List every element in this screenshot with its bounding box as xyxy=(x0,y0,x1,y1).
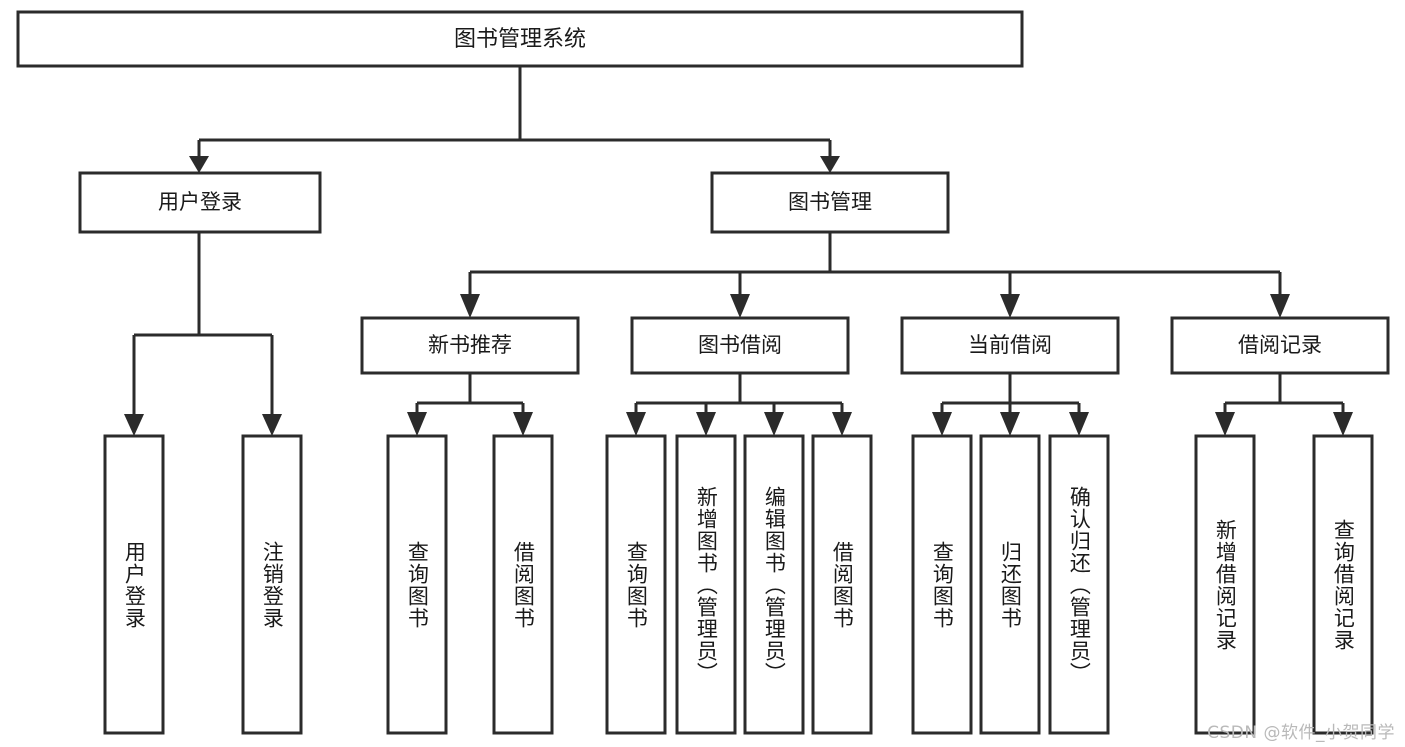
arrow-head-leaf-bb-3 xyxy=(764,412,784,436)
arrow-head-leaf-nbr-1 xyxy=(407,412,427,436)
leaf-box-nbr-1[interactable] xyxy=(386,434,448,735)
node-new-book-recommend[interactable]: 新书推荐 xyxy=(360,316,580,375)
node-new-book-recommend-label: 新书推荐 xyxy=(428,333,512,357)
leaf-box-bb-1[interactable] xyxy=(605,434,667,735)
leaf-box-br-2[interactable] xyxy=(1312,434,1374,735)
node-book-manage-box[interactable] xyxy=(710,171,950,234)
connector-group-current-borrow xyxy=(932,373,1089,436)
connector-group-new-book-recommend xyxy=(407,373,533,436)
leaf-boxes-book-borrow xyxy=(605,434,873,735)
node-book-borrow-box[interactable] xyxy=(630,316,850,375)
arrow-head-leaf-user-login-2 xyxy=(262,414,282,436)
arrow-head-borrow-record xyxy=(1270,294,1290,318)
leaf-box-bb-2[interactable] xyxy=(675,434,737,735)
arrow-head-book-manage xyxy=(820,156,840,173)
arrow-head-leaf-cb-2 xyxy=(1000,412,1020,436)
arrow-head-leaf-cb-3 xyxy=(1069,412,1089,436)
node-root[interactable]: 图书管理系统 xyxy=(16,10,1024,68)
node-root-label: 图书管理系统 xyxy=(454,27,586,52)
node-book-manage[interactable]: 图书管理 xyxy=(710,171,950,234)
arrow-head-leaf-user-login-1 xyxy=(124,414,144,436)
leaf-boxes-new-book-recommend xyxy=(386,434,554,735)
node-root-box[interactable] xyxy=(16,10,1024,68)
leaf-box-bb-3[interactable] xyxy=(743,434,805,735)
arrow-head-user-login xyxy=(189,156,209,173)
watermark-label: CSDN @软件_小贺同学 xyxy=(1207,723,1395,743)
node-user-login-box[interactable] xyxy=(78,171,322,234)
node-user-login[interactable]: 用户登录 xyxy=(78,171,322,234)
node-current-borrow-label: 当前借阅 xyxy=(968,333,1052,357)
node-current-borrow-box[interactable] xyxy=(900,316,1120,375)
arrow-head-leaf-bb-2 xyxy=(696,412,716,436)
arrow-head-leaf-cb-1 xyxy=(932,412,952,436)
connector-group-user-login xyxy=(124,232,282,436)
node-borrow-record[interactable]: 借阅记录 xyxy=(1170,316,1390,375)
node-borrow-record-box[interactable] xyxy=(1170,316,1390,375)
node-new-book-recommend-box[interactable] xyxy=(360,316,580,375)
leaf-boxes-current-borrow xyxy=(911,434,1110,735)
arrow-head-leaf-bb-4 xyxy=(832,412,852,436)
connector-group-book-borrow xyxy=(626,373,852,436)
leaf-boxes-borrow-record xyxy=(1194,434,1374,735)
node-user-login-label: 用户登录 xyxy=(158,190,242,214)
connector-group-root xyxy=(189,66,840,173)
arrow-head-leaf-nbr-2 xyxy=(513,412,533,436)
leaf-box-cb-2[interactable] xyxy=(979,434,1041,735)
connector-group-book-manage xyxy=(460,232,1290,318)
arrow-head-leaf-br-1 xyxy=(1215,412,1235,436)
node-book-borrow-label: 图书借阅 xyxy=(698,333,782,357)
leaf-box-nbr-2[interactable] xyxy=(492,434,554,735)
arrow-head-leaf-bb-1 xyxy=(626,412,646,436)
arrow-head-new-book-recommend xyxy=(460,294,480,318)
leaf-box-bb-4[interactable] xyxy=(811,434,873,735)
node-book-manage-label: 图书管理 xyxy=(788,190,872,214)
arrow-head-book-borrow xyxy=(730,294,750,318)
node-borrow-record-label: 借阅记录 xyxy=(1238,333,1322,357)
leaf-box-br-1[interactable] xyxy=(1194,434,1256,735)
node-current-borrow[interactable]: 当前借阅 xyxy=(900,316,1120,375)
leaf-box-user-login-1[interactable] xyxy=(103,434,165,735)
arrow-head-current-borrow xyxy=(1000,294,1020,318)
leaf-box-cb-1[interactable] xyxy=(911,434,973,735)
leaf-box-cb-3[interactable] xyxy=(1048,434,1110,735)
leaf-box-user-login-2[interactable] xyxy=(241,434,303,735)
leaf-boxes-user-login xyxy=(103,434,303,735)
arrow-head-leaf-br-2 xyxy=(1333,412,1353,436)
connector-group-borrow-record xyxy=(1215,373,1353,436)
node-book-borrow[interactable]: 图书借阅 xyxy=(630,316,850,375)
